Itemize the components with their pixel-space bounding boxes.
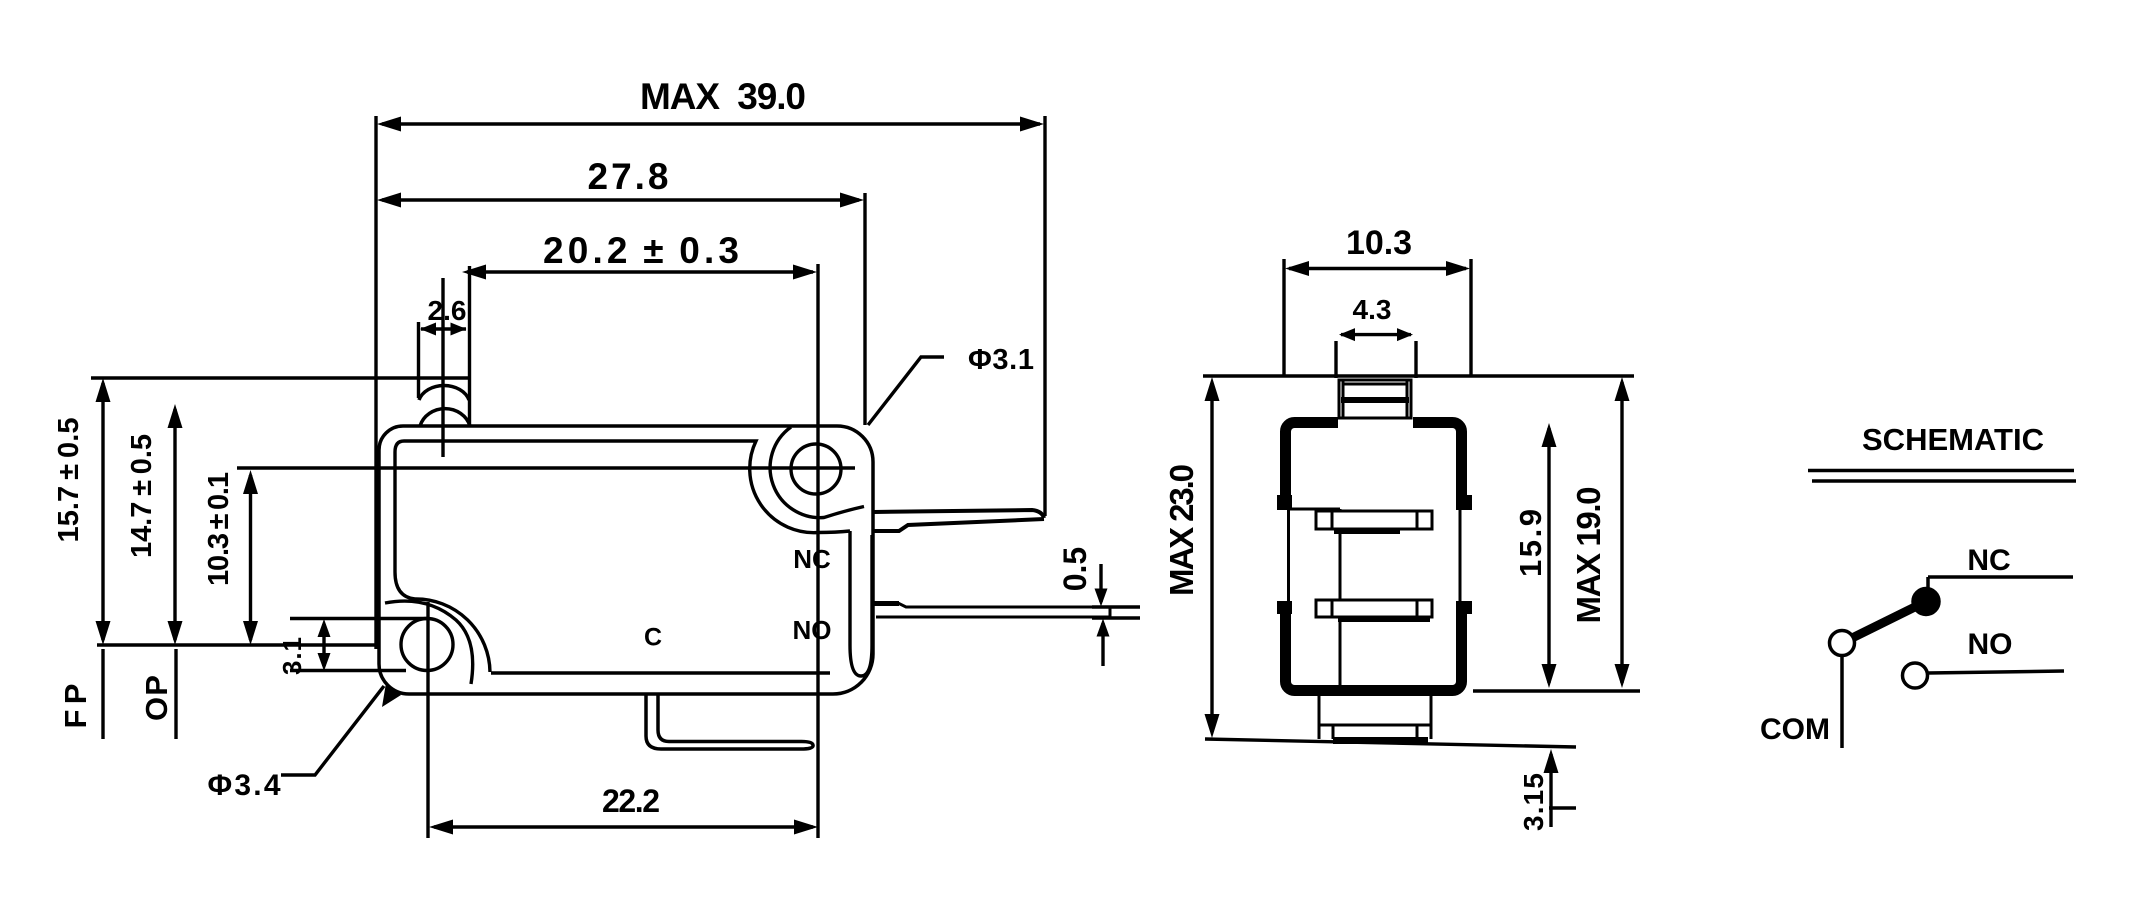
svg-text:NC: NC	[1967, 544, 2010, 577]
svg-text:NC: NC	[793, 544, 831, 574]
svg-text:3.15: 3.15	[1518, 773, 1549, 831]
svg-text:Φ3.1: Φ3.1	[968, 344, 1034, 376]
svg-text:14.7 ± 0.5: 14.7 ± 0.5	[126, 434, 158, 558]
svg-text:0.5: 0.5	[1057, 547, 1093, 591]
svg-text:15.9: 15.9	[1513, 509, 1548, 577]
svg-text:OP: OP	[139, 675, 174, 721]
svg-text:COM: COM	[1760, 713, 1830, 746]
svg-text:4.3: 4.3	[1353, 294, 1392, 325]
svg-text:MAX 39.0: MAX 39.0	[640, 76, 806, 117]
svg-text:NO: NO	[793, 615, 832, 645]
svg-text:22.2: 22.2	[602, 783, 660, 819]
svg-text:C: C	[644, 624, 662, 652]
svg-text:10.3: 10.3	[1346, 224, 1412, 262]
svg-text:MAX 23.0: MAX 23.0	[1163, 464, 1200, 596]
svg-text:Φ3.4: Φ3.4	[208, 769, 281, 802]
svg-text:27.8: 27.8	[588, 156, 669, 197]
svg-text:NO: NO	[1968, 628, 2013, 661]
svg-text:MAX 19.0: MAX 19.0	[1570, 487, 1607, 624]
svg-text:2.6: 2.6	[428, 295, 467, 326]
svg-text:SCHEMATIC: SCHEMATIC	[1862, 422, 2044, 457]
svg-text:10.3 ± 0.1: 10.3 ± 0.1	[203, 472, 235, 586]
svg-text:3.1: 3.1	[277, 637, 307, 675]
svg-text:15.7 ± 0.5: 15.7 ± 0.5	[53, 418, 85, 543]
